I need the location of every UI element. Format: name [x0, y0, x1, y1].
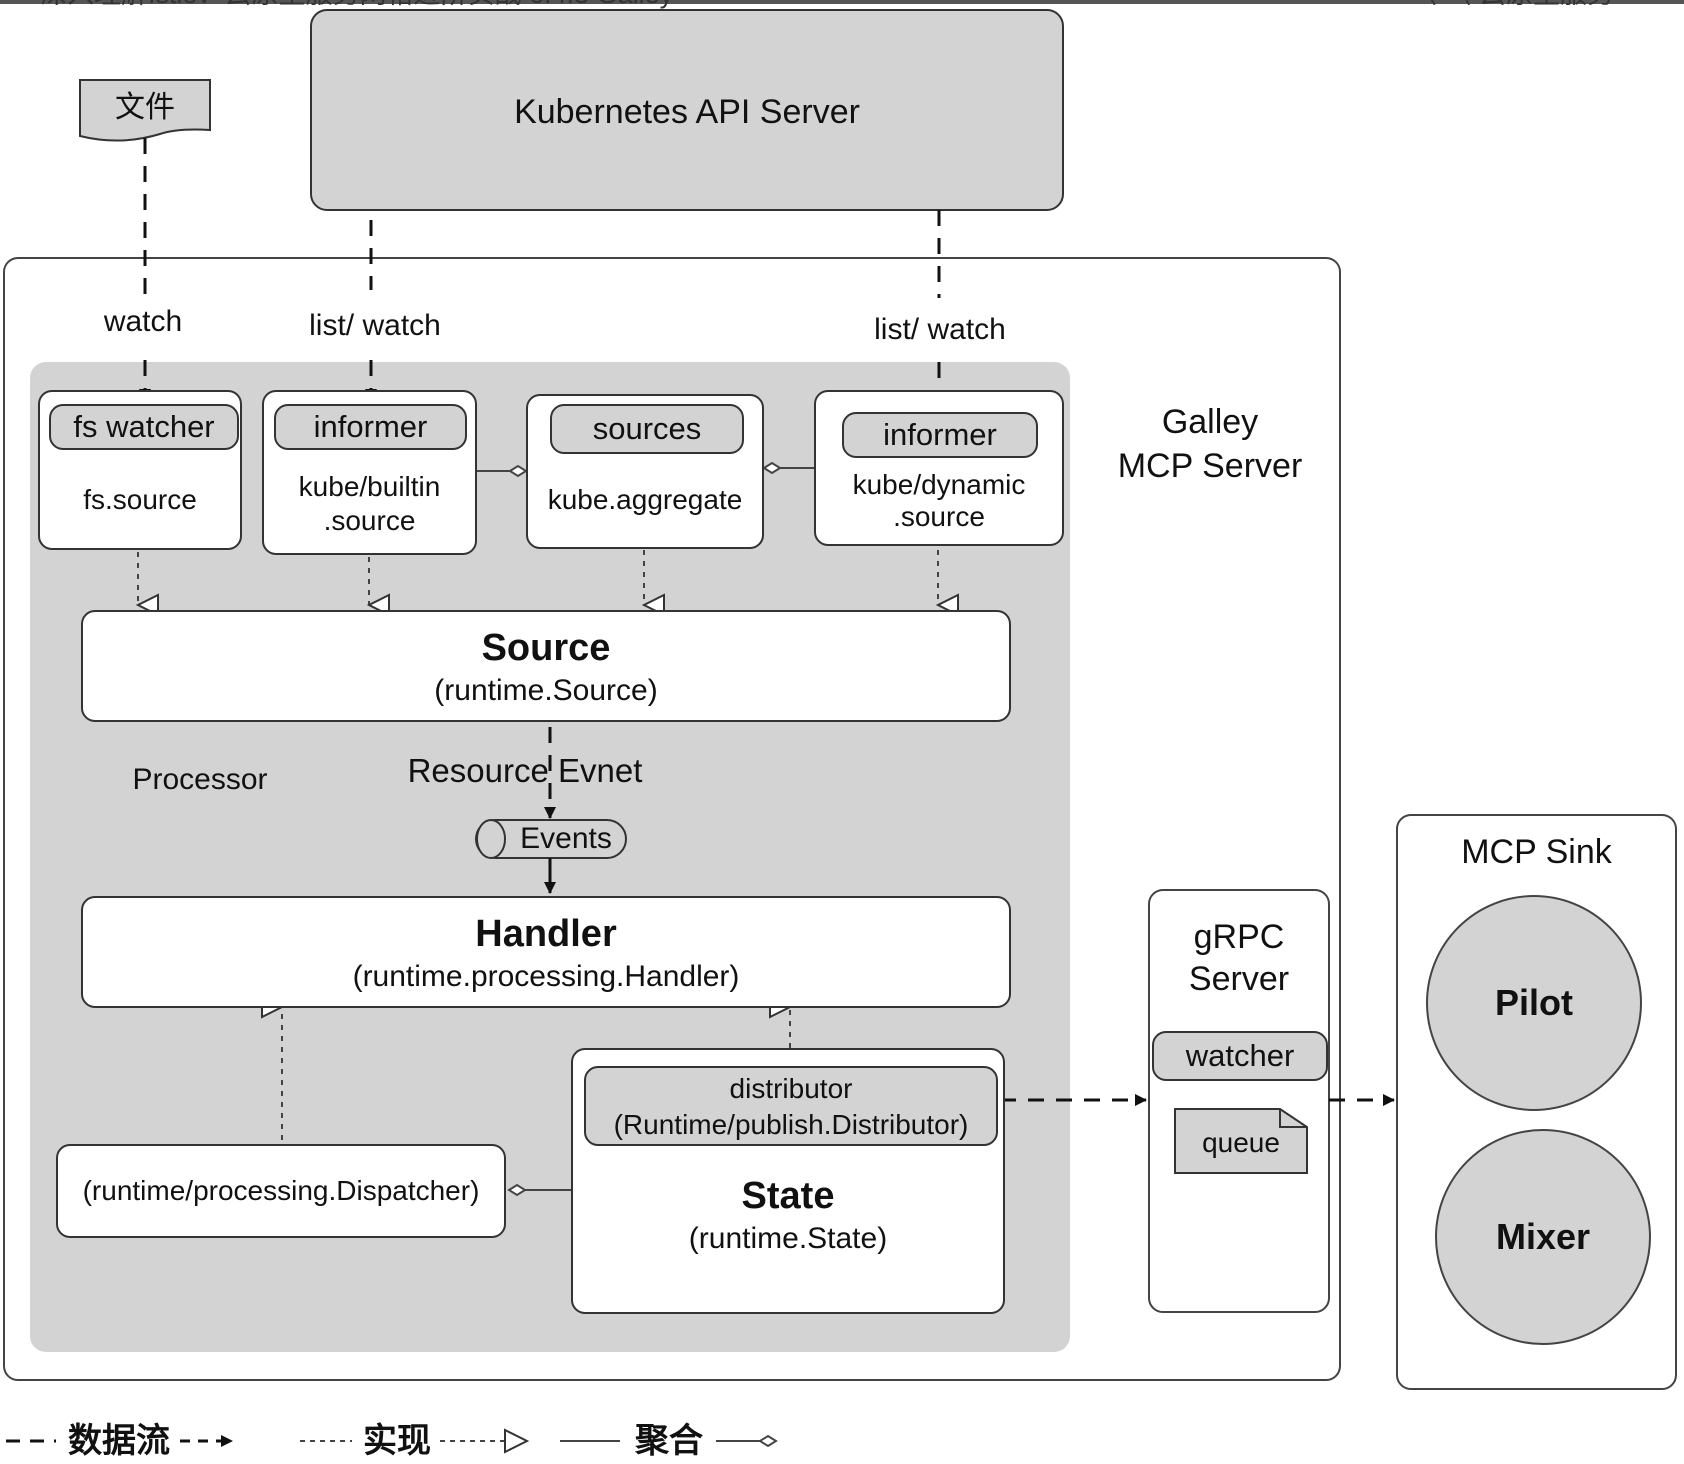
queue-label: queue [1202, 1127, 1280, 1158]
dispatcher-label: (runtime/processing.Dispatcher) [82, 1175, 480, 1206]
kube-dynamic-source-box: informer kube/dynamic .source [814, 390, 1064, 546]
processor-label: Processor [132, 763, 268, 796]
watch-label: watch [88, 302, 198, 342]
grpc-label: gRPC [1193, 918, 1285, 956]
kube-dynamic-line1: kube/dynamic [852, 469, 1026, 500]
informer-pill-builtin: informer [274, 404, 467, 450]
distributor-pill: distributor (Runtime/publish.Distributor… [584, 1066, 998, 1146]
fs-watcher-pill: fs watcher [49, 404, 239, 450]
kube-builtin-source-box: informer kube/builtin .source [262, 390, 477, 555]
top-header-strip [0, 0, 1684, 4]
kube-builtin-line2: .source [323, 505, 416, 536]
sources-pill: sources [550, 404, 744, 454]
legend-data-flow-label: 数据流 [68, 1422, 170, 1460]
galley-label: Galley [1161, 403, 1259, 441]
queue-document-shape [1174, 1108, 1308, 1174]
informer-pill-dynamic: informer [842, 412, 1038, 458]
source-title: Source [481, 627, 611, 669]
implementation-edges [138, 550, 938, 1140]
list-watch-right-label: list/ watch [855, 310, 1025, 350]
legend-aggregate-label: 聚合 [635, 1422, 703, 1460]
header-fragment-right: 〈 〈 云原生服务 [1410, 0, 1614, 8]
watcher-pill: watcher [1152, 1031, 1328, 1081]
kubernetes-api-server-box [310, 9, 1064, 211]
distributor-line2: (Runtime/publish.Distributor) [613, 1109, 969, 1140]
aggregation-edges [477, 461, 814, 1197]
file-document-shape [79, 79, 211, 142]
state-title: State [741, 1175, 835, 1217]
source-subtitle: (runtime.Source) [434, 674, 658, 707]
dispatcher-box: (runtime/processing.Dispatcher) [56, 1144, 506, 1238]
kube-aggregate-box: sources kube.aggregate [526, 394, 764, 549]
list-watch-left-label: list/ watch [290, 306, 460, 346]
legend-implement-label: 实现 [363, 1422, 431, 1460]
kube-dynamic-line2: .source [893, 501, 985, 532]
resource-event-label: Resource Evnet [407, 752, 643, 789]
mcp-sink-title: MCP Sink [1461, 833, 1612, 871]
distributor-line1: distributor [729, 1073, 853, 1104]
handler-subtitle: (runtime.processing.Handler) [352, 960, 740, 993]
header-fragment: 深入理解Istio：云原生服务网格进阶实战 6.4.3 Galley [40, 0, 673, 8]
fs-source-box: fs watcher fs.source [38, 390, 242, 550]
pilot-label: Pilot [1495, 982, 1573, 1023]
pilot-circle [1426, 895, 1642, 1111]
server-label: Server [1188, 960, 1290, 998]
state-box: distributor (Runtime/publish.Distributor… [571, 1048, 1005, 1314]
fs-source-label: fs.source [83, 484, 197, 515]
kubernetes-api-server-label: Kubernetes API Server [514, 93, 860, 131]
mcp-server-label: MCP Server [1117, 447, 1303, 485]
legend [6, 1428, 778, 1454]
handler-title: Handler [475, 913, 617, 955]
file-label: 文件 [115, 91, 175, 124]
kube-aggregate-label: kube.aggregate [547, 484, 743, 515]
mixer-circle [1435, 1129, 1651, 1345]
kube-builtin-line1: kube/builtin [298, 471, 441, 502]
handler-box: Handler (runtime.processing.Handler) [81, 896, 1011, 1008]
source-box: Source (runtime.Source) [81, 610, 1011, 722]
events-label: Events [520, 822, 612, 855]
state-subtitle: (runtime.State) [688, 1222, 888, 1255]
mixer-label: Mixer [1495, 1216, 1591, 1257]
